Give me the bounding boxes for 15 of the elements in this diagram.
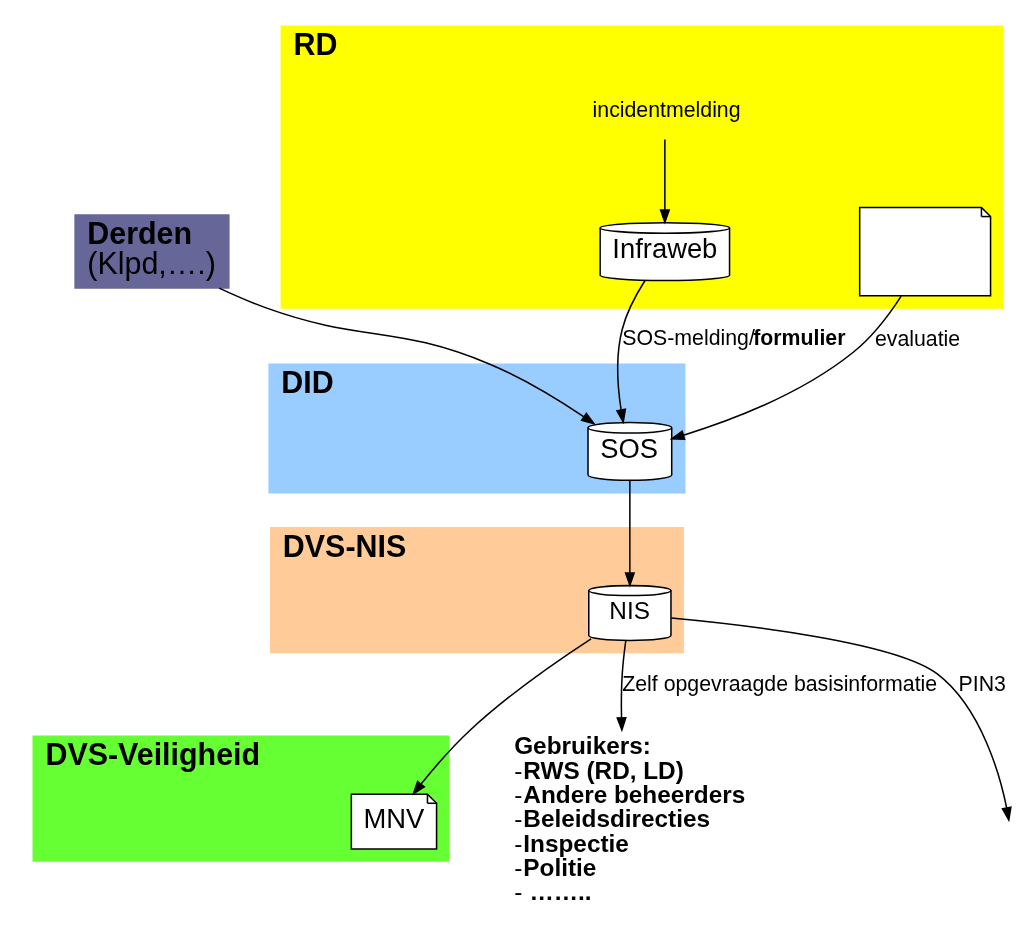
- edge-label: evaluatie: [874, 327, 960, 352]
- node-text: incidentmelding: [592, 98, 741, 123]
- edge-label: SOS-melding/formulier: [621, 325, 845, 350]
- arrow: [670, 617, 1012, 823]
- arrow: [217, 287, 596, 425]
- arrow: [624, 479, 635, 588]
- arrow: [669, 295, 902, 441]
- node-text: Gebruikers: -RWS (RD, LD) -Andere beheerders -Beleidsdirecties -Inspectie -Politie - ……..: [513, 732, 745, 906]
- arrow: [615, 279, 646, 425]
- edge-label: Zelf opgevraagde basisinformatie: [621, 671, 937, 696]
- arrow: [659, 138, 670, 225]
- node-box: Derden (Klpd,….): [73, 214, 230, 289]
- arrow: [615, 639, 627, 733]
- arrow: [411, 638, 592, 796]
- edge-label: PIN3: [958, 671, 1006, 696]
